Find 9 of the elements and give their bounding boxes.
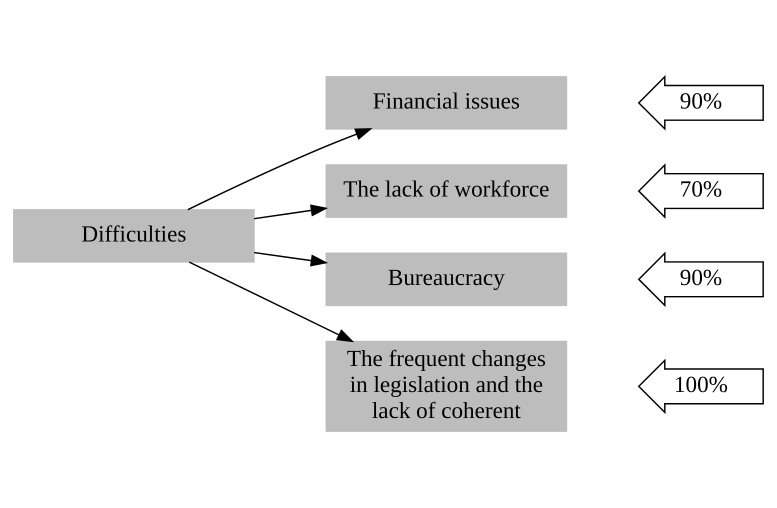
node-box: Bureaucracy xyxy=(326,252,568,306)
node-box: Financial issues xyxy=(326,76,568,130)
node-box: Difficulties xyxy=(13,209,255,263)
arrow xyxy=(254,204,328,220)
arrow xyxy=(254,252,328,267)
arrow xyxy=(188,261,354,342)
arrow xyxy=(188,128,373,210)
node-box: The lack of workforce xyxy=(326,164,568,218)
node-box: The frequent changes in legislation and the lack of coherent xyxy=(326,340,568,432)
